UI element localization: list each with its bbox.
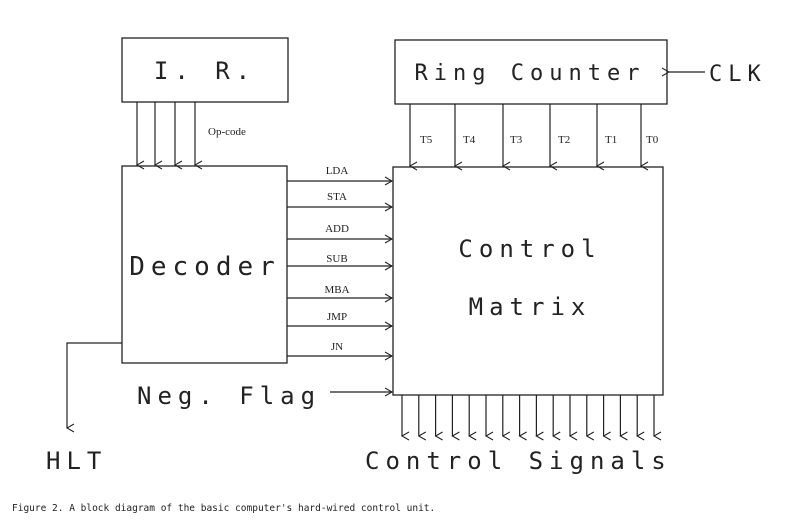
decoder-output-label: JMP — [327, 311, 347, 323]
decoder-output-sta: STA — [287, 191, 392, 207]
timing-label: T5 — [420, 134, 433, 146]
hlt-label: HLT — [46, 447, 107, 475]
neg-flag-label: Neg. Flag — [137, 382, 321, 410]
decoder-output-lda: LDA — [287, 165, 392, 181]
decoder-box — [121, 165, 288, 364]
timing-line-t4: T4 — [455, 104, 476, 166]
opcode-label: Op-code — [208, 126, 246, 138]
control-signals-label: Control Signals — [365, 447, 672, 475]
control-signals-output: Control Signals — [365, 395, 672, 475]
timing-line-t0: T0 — [641, 104, 659, 166]
instruction-register-label: I. R. — [154, 57, 256, 85]
decoder-label: Decoder — [129, 252, 281, 282]
decoder-block: Decoder — [121, 165, 288, 364]
timing-label: T2 — [558, 134, 570, 146]
timing-lines: T5 T4 T3 T2 T1 T0 — [410, 104, 659, 166]
decoder-output-sub: SUB — [287, 253, 392, 266]
control-signal-arrows — [402, 395, 654, 436]
clk-input: CLK — [669, 62, 767, 87]
decoder-output-jmp: JMP — [287, 311, 392, 326]
clk-label: CLK — [709, 62, 767, 87]
decoder-output-jn: JN — [287, 341, 392, 356]
control-matrix-block: Control Matrix — [392, 166, 664, 396]
timing-label: T1 — [605, 134, 617, 146]
hlt-arrow — [67, 342, 122, 428]
control-matrix-label-line2: Matrix — [469, 293, 592, 321]
timing-label: T0 — [646, 134, 659, 146]
decoder-output-lines: LDA STA ADD SUB MBA JMP JN — [287, 165, 392, 356]
decoder-output-label: MBA — [324, 284, 349, 296]
decoder-output-label: JN — [331, 341, 343, 353]
ring-counter-label: Ring Counter — [415, 61, 646, 86]
decoder-output-label: SUB — [326, 253, 347, 265]
decoder-output-label: LDA — [326, 165, 349, 177]
timing-line-t5: T5 — [410, 104, 433, 166]
timing-label: T3 — [510, 134, 523, 146]
opcode-bus: Op-code — [137, 102, 246, 165]
instruction-register-block: I. R. — [121, 37, 289, 103]
decoder-output-add: ADD — [287, 223, 392, 239]
decoder-output-label: STA — [327, 191, 347, 203]
timing-line-t3: T3 — [503, 104, 523, 166]
ring-counter-block: Ring Counter — [394, 39, 668, 105]
timing-line-t1: T1 — [597, 104, 617, 166]
decoder-output-mba: MBA — [287, 284, 392, 298]
hlt-output: HLT — [46, 342, 122, 475]
decoder-output-label: ADD — [325, 223, 349, 235]
figure-caption: Figure 2. A block diagram of the basic c… — [12, 503, 435, 514]
neg-flag-input: Neg. Flag — [137, 382, 392, 410]
control-matrix-box — [392, 166, 664, 396]
timing-line-t2: T2 — [550, 104, 570, 166]
timing-label: T4 — [463, 134, 476, 146]
control-matrix-label-line1: Control — [458, 235, 601, 263]
instruction-register-box — [121, 37, 289, 103]
